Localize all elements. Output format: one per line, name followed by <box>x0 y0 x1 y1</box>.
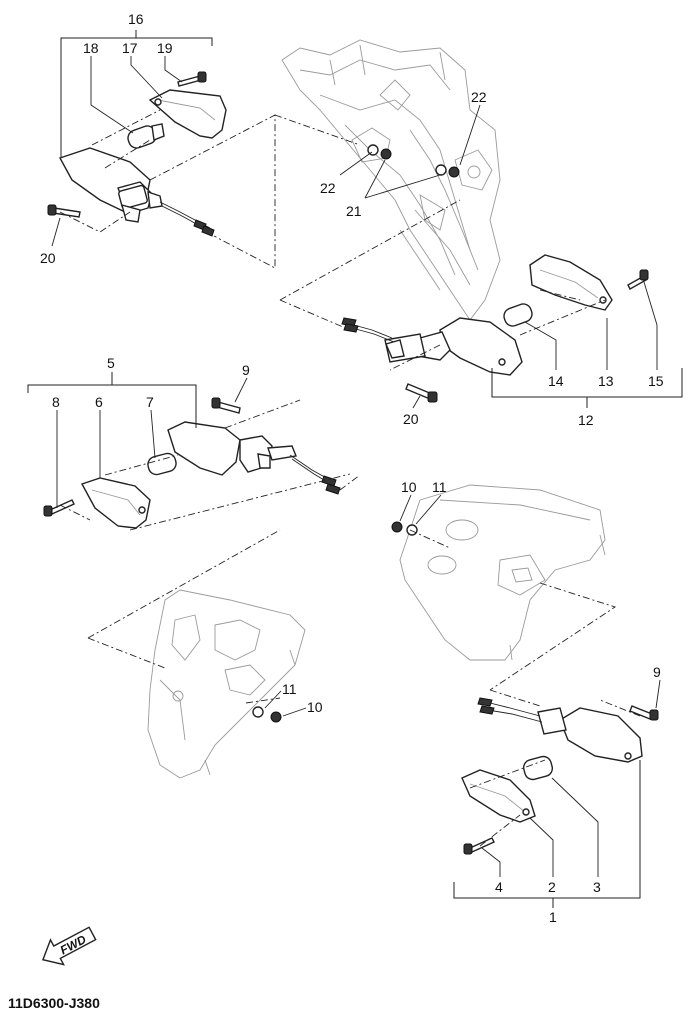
turn-signal-assembly-5 <box>167 421 341 495</box>
label-20-right: 20 <box>403 411 419 427</box>
label-14: 14 <box>548 373 564 389</box>
label-3: 3 <box>593 879 601 895</box>
label-9-lower: 9 <box>653 664 661 680</box>
label-8: 8 <box>52 394 60 410</box>
nuts-21-22 <box>367 144 460 178</box>
alignment-lines <box>59 109 641 847</box>
bulb-18 <box>127 123 165 149</box>
label-21: 21 <box>346 203 362 219</box>
label-2: 2 <box>548 879 556 895</box>
bracket-12 <box>491 368 683 408</box>
label-5: 5 <box>107 355 115 371</box>
bracket-5 <box>27 372 197 428</box>
label-17: 17 <box>122 40 138 56</box>
label-18: 18 <box>83 40 99 56</box>
label-11-lower: 11 <box>282 681 297 697</box>
label-1: 1 <box>549 909 557 925</box>
lens-17 <box>148 89 227 139</box>
screw-15 <box>627 269 649 290</box>
turn-signal-assembly-1 <box>477 697 643 763</box>
label-22-right: 22 <box>471 89 487 105</box>
bolt-9-lower <box>629 705 659 721</box>
label-10-lower: 10 <box>307 699 323 715</box>
leader-lines <box>51 56 661 877</box>
lens-6 <box>80 477 151 529</box>
label-9-upper: 9 <box>242 362 250 378</box>
label-13: 13 <box>598 373 614 389</box>
label-12: 12 <box>578 412 594 428</box>
rear-fender-outline <box>399 484 606 661</box>
screw-19 <box>177 71 207 87</box>
turn-signal-assembly-12 <box>341 317 523 376</box>
label-6: 6 <box>95 394 103 410</box>
bracket-16 <box>60 30 213 158</box>
fwd-arrow-icon: FWD <box>41 926 97 966</box>
label-19: 19 <box>157 40 173 56</box>
nuts-10-11-upper <box>391 521 418 536</box>
label-16: 16 <box>128 11 144 27</box>
front-cowl-outline <box>147 589 306 779</box>
bulb-14 <box>503 303 533 327</box>
label-15: 15 <box>648 373 664 389</box>
turn-signal-assembly-16 <box>58 147 215 237</box>
label-4: 4 <box>495 879 503 895</box>
label-22-left: 22 <box>320 180 336 196</box>
label-11-upper: 11 <box>432 479 447 495</box>
drawing-code: 11D6300-J380 <box>8 995 100 1011</box>
nuts-10-11-lower <box>252 706 282 723</box>
rear-frame-outline <box>281 39 501 321</box>
bulb-7 <box>147 452 177 476</box>
lens-13 <box>529 254 613 311</box>
label-10-upper: 10 <box>401 479 417 495</box>
bolt-9-upper <box>211 397 241 414</box>
bulb-3 <box>522 755 554 781</box>
label-20-left: 20 <box>40 250 56 266</box>
bolt-20-left <box>47 204 81 218</box>
label-7: 7 <box>146 394 154 410</box>
bracket-1 <box>453 760 641 908</box>
lens-2 <box>461 769 536 823</box>
screw-4 <box>463 837 495 855</box>
bolt-20-right <box>405 383 438 403</box>
screw-8 <box>43 499 75 517</box>
part-labels: 16 18 17 19 20 22 22 21 14 13 15 20 12 5… <box>40 11 664 925</box>
